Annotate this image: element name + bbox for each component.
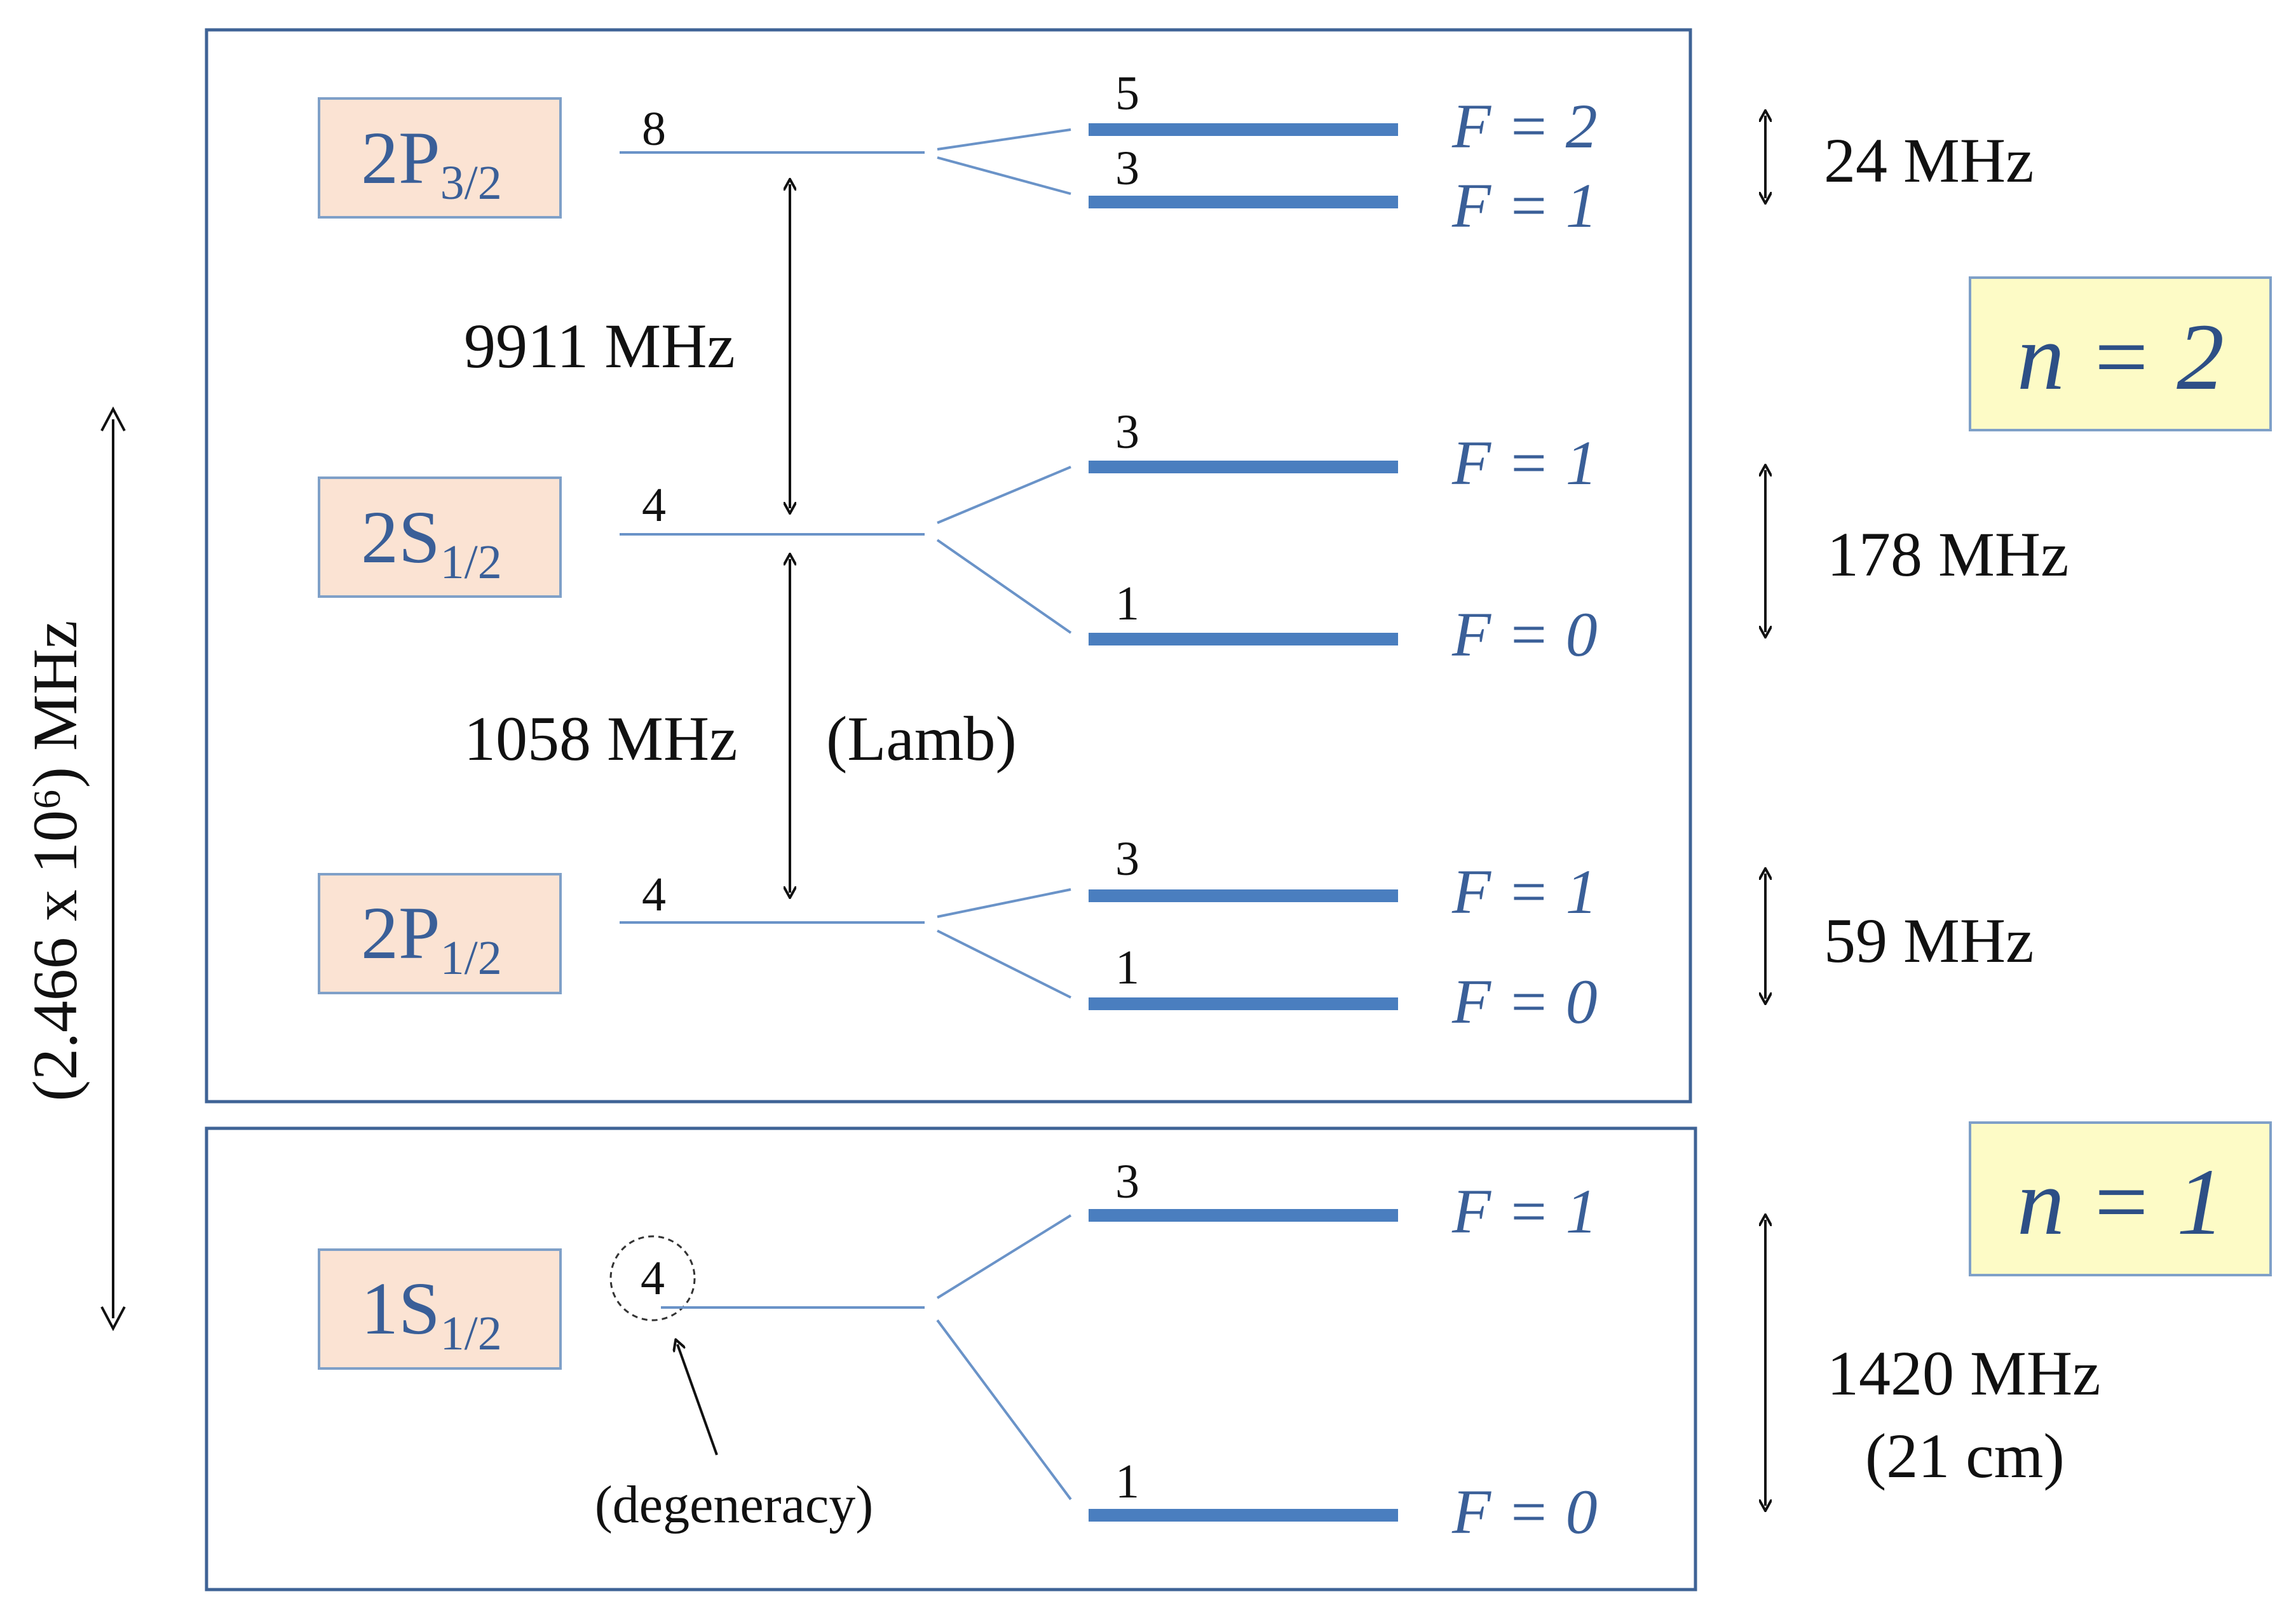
n2-frame <box>205 28 1692 1104</box>
upper-F-label: F = 2 <box>1451 91 1598 161</box>
n2-label: n = 2 <box>1969 276 2272 431</box>
term-box <box>318 1248 562 1370</box>
fine-structure-label: 9911 MHz <box>464 311 735 381</box>
degeneracy-pointer-arrow <box>677 1344 718 1456</box>
splitting-label: 24 MHz <box>1824 125 2034 196</box>
level-2s12: 2S1/2 4 3 1 F = 1 F = 0 178 MHz <box>318 405 2069 670</box>
upper-degeneracy: 3 <box>1115 1155 1139 1208</box>
term-label: 2P1/2 <box>361 891 502 985</box>
upper-F-label: F = 1 <box>1451 856 1598 927</box>
level-2p32: 2P3/2 8 5 3 F = 2 F = 1 24 MHz <box>318 67 2034 241</box>
upper-F-label: F = 1 <box>1451 428 1598 498</box>
svg-text:n = 1: n = 1 <box>2017 1149 2224 1255</box>
splitting-label: 59 MHz <box>1824 905 2034 976</box>
split-line-upper <box>937 888 1071 918</box>
degeneracy-annotation: (degeneracy) <box>595 1475 873 1534</box>
degeneracy-count: 4 <box>642 478 666 532</box>
term-label: 2P3/2 <box>361 116 502 210</box>
split-line-lower <box>936 539 1072 634</box>
split-line-lower <box>936 1319 1072 1501</box>
split-line-upper <box>937 128 1071 151</box>
split-line-upper <box>936 1214 1072 1299</box>
degeneracy-count: 4 <box>642 868 666 921</box>
lower-F-label: F = 0 <box>1451 1476 1598 1547</box>
level-1s12: 1S1/2 4 3 1 F = 1 F = 0 1420 MHz (21 cm)… <box>318 1155 2101 1547</box>
term-box <box>318 97 562 219</box>
upper-F-label: F = 1 <box>1451 1176 1598 1247</box>
splitting-label: 178 MHz <box>1827 519 2069 590</box>
level-2p12: 2P1/2 4 3 1 F = 1 F = 0 59 MHz <box>318 832 2034 1037</box>
lower-F-label: F = 1 <box>1451 170 1598 241</box>
term-label: 2S1/2 <box>361 496 502 589</box>
splitting-label: 1420 MHz <box>1827 1338 2101 1409</box>
lower-degeneracy: 1 <box>1115 941 1139 994</box>
n1-label: n = 1 <box>1969 1121 2272 1276</box>
term-box <box>318 873 562 994</box>
lower-F-label: F = 0 <box>1451 599 1598 670</box>
split-line-upper <box>937 466 1071 524</box>
svg-text:n = 2: n = 2 <box>2017 304 2224 410</box>
lamb-note: (Lamb) <box>826 703 1017 774</box>
upper-degeneracy: 5 <box>1115 67 1139 120</box>
degeneracy-count: 4 <box>641 1252 665 1305</box>
upper-degeneracy: 3 <box>1115 405 1139 459</box>
gross-gap-label: (2.466 x 10⁶) MHz <box>20 621 90 1102</box>
split-line-lower <box>937 156 1071 195</box>
term-box <box>318 476 562 598</box>
lower-degeneracy: 1 <box>1115 1455 1139 1508</box>
split-line-lower <box>937 929 1071 999</box>
degeneracy-circle <box>609 1235 696 1321</box>
term-label: 1S1/2 <box>361 1267 502 1360</box>
splitting-wavelength: (21 cm) <box>1865 1421 2065 1491</box>
lower-degeneracy: 3 <box>1115 142 1139 195</box>
upper-degeneracy: 3 <box>1115 832 1139 886</box>
lamb-shift-label: 1058 MHz <box>464 703 738 774</box>
degeneracy-count: 8 <box>642 102 666 156</box>
n1-frame <box>205 1126 1697 1591</box>
lower-F-label: F = 0 <box>1451 966 1598 1037</box>
lower-degeneracy: 1 <box>1115 577 1139 630</box>
